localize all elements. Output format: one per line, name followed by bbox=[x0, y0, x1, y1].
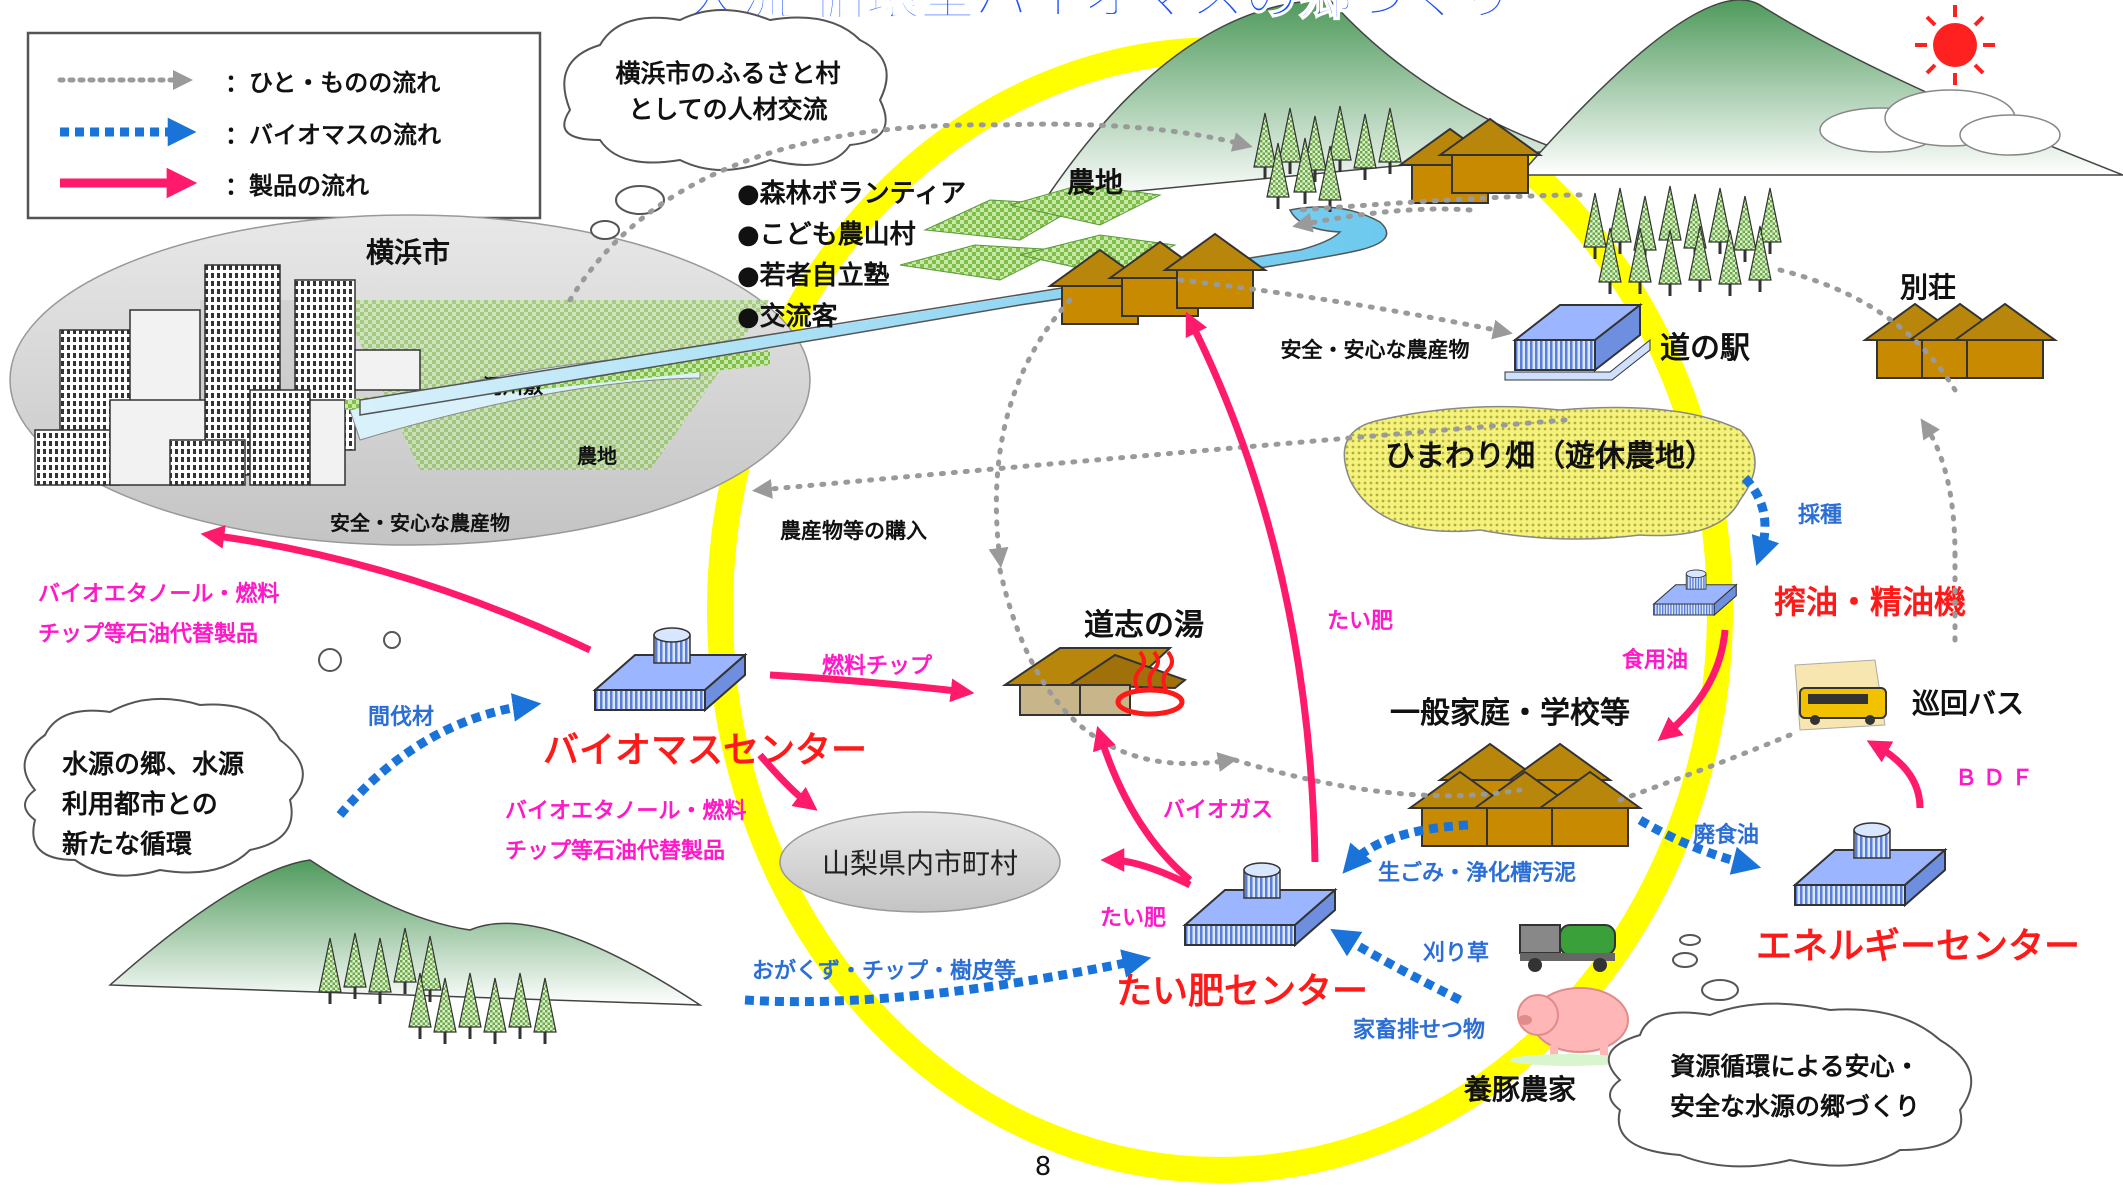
michinoeki-icon bbox=[1504, 302, 1651, 381]
michinoeki-label: 道の駅 bbox=[1660, 331, 1750, 366]
water-source-cloud bbox=[23, 631, 401, 877]
compost-center-icon bbox=[1184, 862, 1336, 946]
yamanashi-label: 山梨県内市町村 bbox=[822, 847, 1018, 880]
compost-left-label: たい肥 bbox=[1100, 906, 1166, 931]
water-source-line3: 新たな循環 bbox=[62, 829, 193, 860]
waste-oil-label: 廃食油 bbox=[1693, 822, 1759, 848]
sun-icon bbox=[1915, 5, 1995, 85]
tour-bus-label: 巡回バス bbox=[1912, 687, 2024, 720]
yokohama-area bbox=[9, 214, 811, 546]
tour-bus-icon bbox=[1794, 659, 1887, 731]
manure-label: 家畜排せつ物 bbox=[1353, 1017, 1485, 1043]
legend-people-label: ：ひと・ものの流れ bbox=[225, 69, 440, 97]
compost-up-label: たい肥 bbox=[1327, 609, 1393, 634]
legend-biomass-label: ：バイオマスの流れ bbox=[225, 121, 441, 149]
safe-village-line1: 資源循環による安心・ bbox=[1670, 1052, 1919, 1081]
biomass-center-label: バイオマスセンター bbox=[543, 730, 867, 771]
pig-icon bbox=[1510, 987, 1630, 1066]
sky-cloud-icon bbox=[1819, 89, 2061, 156]
safe-village-line2: 安全な水源の郷づくり bbox=[1670, 1092, 1920, 1121]
energy-center-icon bbox=[1794, 822, 1946, 906]
yokohama-exchange-line1: 横浜市のふるさと村 bbox=[615, 59, 840, 88]
yokohama-name: 横浜市 bbox=[366, 236, 450, 269]
press-label: 搾油・精油機 bbox=[1774, 583, 1966, 621]
garbage-label: 生ごみ・浄化槽汚泥 bbox=[1378, 860, 1576, 886]
households-label: 一般家庭・学校等 bbox=[1390, 696, 1630, 731]
michinoeki-produce-label: 安全・安心な農産物 bbox=[1281, 338, 1470, 362]
water-source-line2: 利用都市との bbox=[62, 789, 218, 820]
yokohama-exchange-line2: としての人材交流 bbox=[628, 95, 827, 124]
hot-spring-icon bbox=[1115, 650, 1185, 717]
compost-center-label: たい肥センター bbox=[1116, 971, 1368, 1012]
fuel-chip-label: 燃料チップ bbox=[822, 653, 933, 679]
yokohama-produce-label: 安全・安心な農産物 bbox=[330, 511, 510, 535]
safe-village-cloud bbox=[1607, 934, 1973, 1168]
farmland-label: 農地 bbox=[1067, 166, 1123, 199]
forest-right-icon bbox=[1583, 185, 1782, 297]
sowing-label: 採種 bbox=[1798, 503, 1842, 528]
bioethanol-label-2-line1: バイオエタノール・燃料 bbox=[505, 798, 746, 824]
legend: ：ひと・ものの流れ ：バイオマスの流れ ：製品の流れ bbox=[26, 31, 542, 220]
activity-youth-school: ●若者自立塾 bbox=[737, 260, 890, 291]
pig-farm-label: 養豚農家 bbox=[1463, 1073, 1576, 1106]
yokohama-exchange-cloud bbox=[563, 9, 888, 240]
sawdust-label: おがくず・チップ・樹皮等 bbox=[752, 958, 1016, 984]
sunflower-label: ひまわり畑（遊休農地） bbox=[1385, 439, 1715, 474]
bioethanol-label-2-line2: チップ等石油代替製品 bbox=[505, 838, 725, 864]
yokohama-farm-label: 農地 bbox=[577, 444, 617, 468]
truck-icon bbox=[1519, 924, 1616, 972]
onsen-label: 道志の湯 bbox=[1084, 608, 1204, 643]
product-flows bbox=[200, 311, 1924, 889]
people-flows bbox=[567, 121, 1958, 803]
biomass-flows bbox=[336, 474, 1780, 1007]
mown-grass-label: 刈り草 bbox=[1423, 940, 1489, 966]
onsen-building-icon bbox=[1001, 647, 1188, 716]
activity-children-village: ●こども農山村 bbox=[737, 220, 916, 250]
purchase-label: 農産物等の購入 bbox=[780, 519, 927, 543]
energy-center-label: エネルギーセンター bbox=[1756, 926, 2080, 967]
activity-forest-volunteer: ●森林ボランティア bbox=[737, 179, 966, 209]
bioethanol-label-1-line1: バイオエタノール・燃料 bbox=[38, 581, 279, 607]
bioethanol-label-1-line2: チップ等石油代替製品 bbox=[38, 621, 258, 647]
thinning-label: 間伐材 bbox=[368, 705, 434, 730]
water-source-line1: 水源の郷、水源 bbox=[62, 750, 244, 780]
legend-product-label: ：製品の流れ bbox=[225, 172, 369, 200]
edible-oil-label: 食用油 bbox=[1622, 647, 1688, 673]
villa-houses-icon bbox=[1864, 303, 2056, 379]
villa-label: 別荘 bbox=[1900, 271, 1956, 304]
page-number: 8 bbox=[1035, 1152, 1052, 1182]
bdf-label: ＢＤＦ bbox=[1955, 766, 2039, 791]
activity-visitors: ●交流客 bbox=[737, 301, 839, 332]
yamanashi-oval bbox=[779, 811, 1061, 913]
sunflower-field bbox=[1343, 405, 1756, 540]
biogas-label: バイオガス bbox=[1163, 798, 1273, 823]
